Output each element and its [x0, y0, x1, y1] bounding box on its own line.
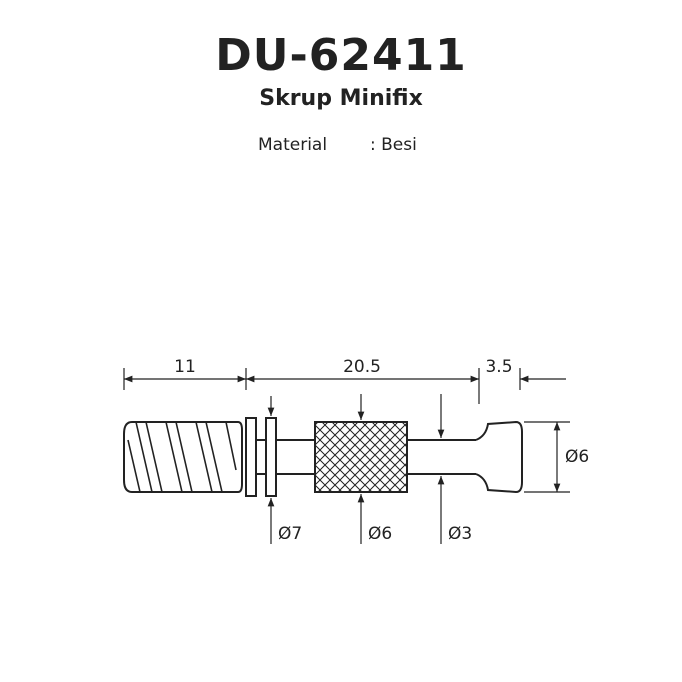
thread-section — [123, 421, 243, 493]
product-name: Skrup Minifix — [259, 86, 423, 111]
knurled-section — [314, 421, 408, 493]
screw-head — [475, 420, 523, 494]
dim-thread-length: 11 — [174, 357, 196, 377]
dimension-lines — [123, 368, 570, 544]
dim-collar-diameter: Ø7 — [278, 524, 302, 544]
collar-plate-2 — [265, 417, 277, 497]
dim-knurl-diameter: Ø6 — [368, 524, 392, 544]
thread-grooves — [127, 421, 237, 493]
screw-body — [123, 417, 523, 497]
dim-shaft-length: 20.5 — [343, 357, 381, 377]
material-value: : Besi — [370, 135, 417, 155]
dim-head-length: 3.5 — [485, 357, 512, 377]
dim-neck-diameter: Ø3 — [448, 524, 472, 544]
product-code: DU-62411 — [215, 30, 467, 81]
collar-plate-1 — [245, 417, 257, 497]
material-label: Material — [258, 135, 328, 155]
dim-head-diameter: Ø6 — [565, 447, 589, 467]
